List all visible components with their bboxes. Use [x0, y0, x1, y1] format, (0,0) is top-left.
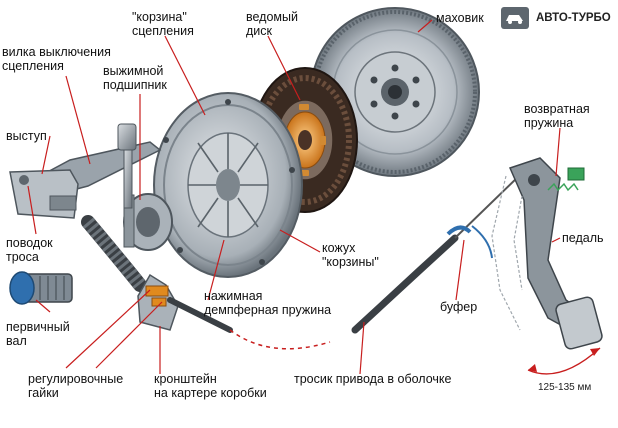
cable-lead: [9, 169, 79, 219]
pedal-assembly: [491, 157, 603, 375]
label-return-spring: возвратная пружина: [524, 102, 590, 130]
label-basket: "корзина" сцепления: [132, 10, 194, 38]
brand-name: АВТО-ТУРБО: [536, 12, 611, 24]
label-cable: тросик привода в оболочке: [294, 372, 452, 386]
brand-logo: АВТО-ТУРБО: [500, 6, 611, 30]
label-buffer: буфер: [440, 300, 478, 314]
label-adjusting-nuts: регулировочные гайки: [28, 372, 124, 400]
label-input-shaft: первичный вал: [6, 320, 70, 348]
release-bearing: [123, 193, 173, 251]
label-damper-spring: нажимная демпферная пружина: [204, 289, 332, 317]
label-pedal: педаль: [562, 231, 604, 245]
label-bracket: кронштейн на картере коробки: [154, 372, 267, 400]
label-release-fork: вилка выключения сцепления: [2, 45, 111, 73]
label-cable-lead: поводок троса: [6, 236, 53, 264]
leader-lines: [27, 19, 561, 375]
clutch-cable: [167, 174, 521, 350]
car-gear-icon: [501, 7, 529, 29]
label-basket-cover: кожух "корзины": [322, 241, 379, 269]
label-pedal-travel: 125-135 мм: [538, 382, 592, 393]
input-shaft: [9, 271, 73, 305]
clutch-basket: [153, 92, 303, 278]
label-ledge: выступ: [6, 129, 47, 143]
label-driven-disc: ведомый диск: [246, 10, 298, 38]
cable-boot: [81, 215, 147, 292]
label-release-bearing: выжимной подшипник: [103, 64, 167, 92]
label-flywheel: маховик: [436, 11, 484, 25]
